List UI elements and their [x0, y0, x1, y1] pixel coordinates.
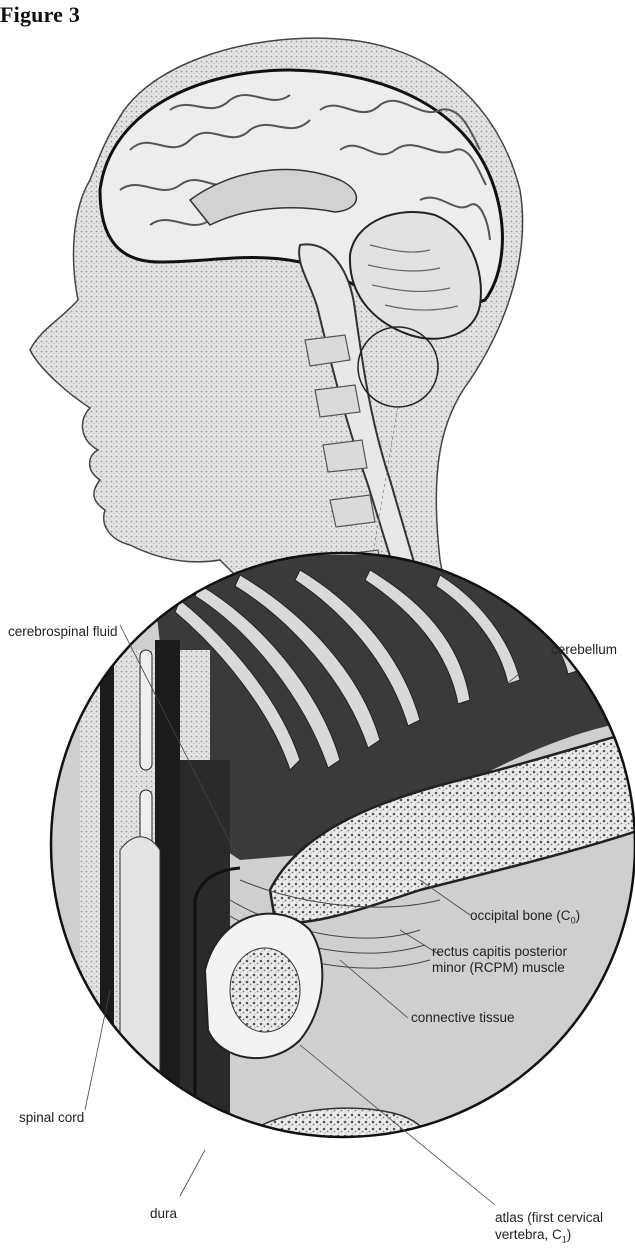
- atlas-text: vertebra, C: [495, 1227, 562, 1242]
- occipital-text: occipital bone (C: [470, 908, 571, 923]
- label-atlas-line2: vertebra, C1): [495, 1227, 571, 1248]
- figure-title: Figure 3: [0, 2, 80, 28]
- spinal-canal: [80, 640, 230, 1180]
- label-dura: dura: [150, 1206, 177, 1222]
- label-connective-tissue: connective tissue: [411, 1010, 515, 1026]
- label-occipital-bone: occipital bone (C0): [470, 908, 580, 929]
- label-cerebrospinal-fluid: cerebrospinal fluid: [8, 624, 118, 640]
- label-atlas-line1: atlas (first cervical: [495, 1210, 603, 1226]
- label-rcpm-line1: rectus capitis posterior: [432, 944, 567, 960]
- label-spinal-cord: spinal cord: [19, 1110, 84, 1126]
- label-cerebellum: cerebellum: [551, 642, 617, 658]
- occipital-suffix: ): [576, 908, 581, 923]
- label-rcpm-line2: minor (RCPM) muscle: [432, 960, 565, 976]
- atlas-suffix: ): [567, 1227, 572, 1242]
